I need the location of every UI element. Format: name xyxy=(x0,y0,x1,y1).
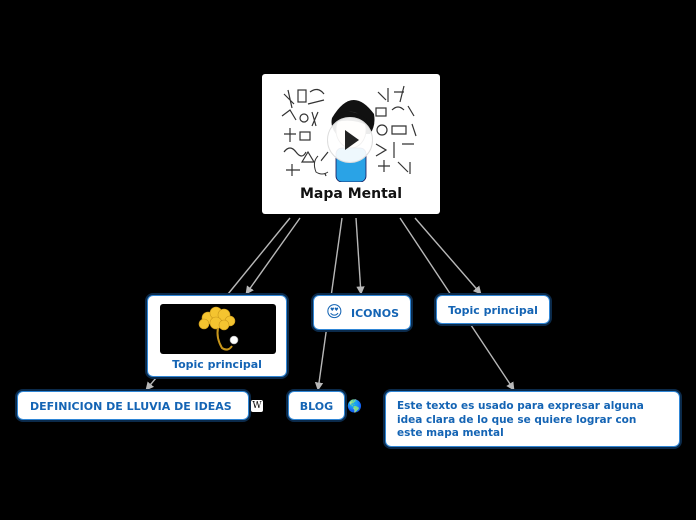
play-video-button[interactable] xyxy=(327,117,373,163)
node-image xyxy=(160,304,276,354)
iconos-node[interactable]: 😍 ICONOS xyxy=(313,295,411,330)
blog-node-label: BLOG xyxy=(299,400,334,413)
topic-node-with-image-label: Topic principal xyxy=(172,358,262,371)
globe-link-icon[interactable]: 🌎 xyxy=(347,399,362,413)
lightbulb-tree-icon xyxy=(198,306,239,351)
text-node[interactable]: Este texto es usado para expresar alguna… xyxy=(385,391,680,447)
connector-central-topic-image-b xyxy=(245,217,301,295)
connector-central-iconos xyxy=(355,217,365,295)
wikipedia-icon[interactable]: W xyxy=(251,400,263,412)
connector-topic-image-definicion xyxy=(145,377,157,391)
text-node-label: Este texto es usado para expresar alguna… xyxy=(397,400,644,439)
central-topic-title: Mapa Mental xyxy=(299,186,403,202)
connector-central-topic-image-a xyxy=(227,217,291,295)
topic-node-right[interactable]: Topic principal xyxy=(436,295,550,324)
iconos-node-label: ICONOS xyxy=(351,307,399,320)
connector-central-topic-right xyxy=(414,217,482,295)
heart-eyes-emoji-icon: 😍 xyxy=(326,302,343,321)
blog-node[interactable]: BLOG xyxy=(288,391,345,420)
definicion-node-label: DEFINICION DE LLUVIA DE IDEAS xyxy=(30,400,232,413)
topic-node-right-label: Topic principal xyxy=(448,304,538,317)
topic-node-with-image[interactable]: Topic principal xyxy=(147,295,287,377)
definicion-node[interactable]: DEFINICION DE LLUVIA DE IDEAS xyxy=(17,391,249,420)
